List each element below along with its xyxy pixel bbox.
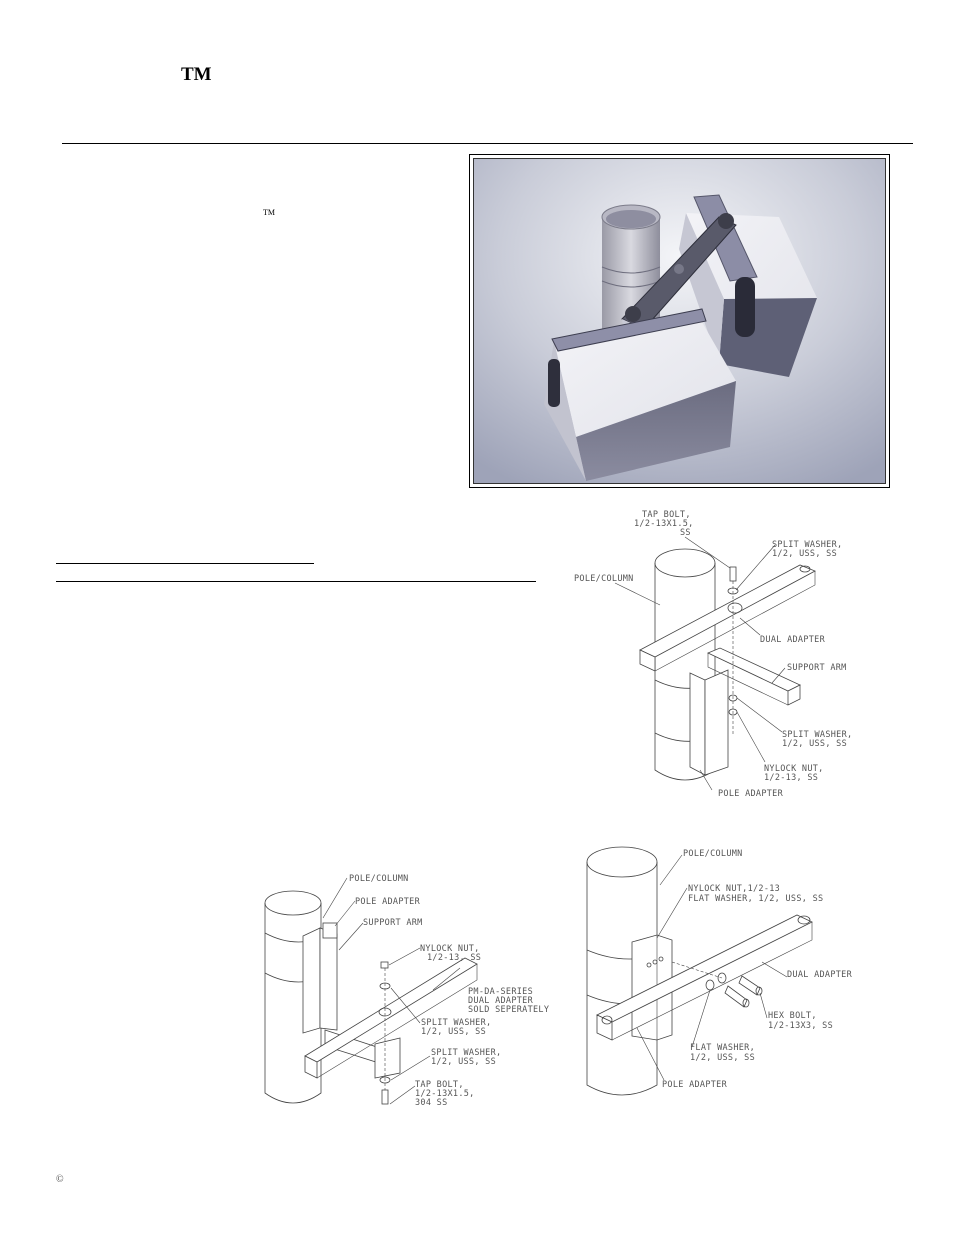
label-support-arm: SUPPORT ARM [363,918,423,928]
header-divider [62,143,913,144]
label-nylock-flat-1: NYLOCK NUT,1/2-13 [688,884,780,894]
label-pole-column: POLE/COLUMN [683,849,743,859]
assembly-drawing-pole-adapter: POLE/COLUMN POLE ADAPTER SUPPORT ARM NYL… [264,874,549,1108]
label-support-arm: SUPPORT ARM [787,663,847,673]
label-dual-adapter-note-1: PM-DA-SERIES [468,987,533,997]
underline-short [56,563,314,564]
label-split-washer-1b: 1/2, USS, SS [421,1027,486,1037]
label-tap-bolt-1: TAP BOLT, [642,510,691,520]
label-tap-bolt-2: 1/2-13X1.5, [415,1089,475,1099]
label-split-washer-bottom-2: 1/2, USS, SS [782,739,847,749]
label-nylock-nut-2: 1/2-13, SS [764,773,818,783]
label-nylock-nut-2: 1/2-13, SS [427,953,481,963]
label-tap-bolt-2: 1/2-13X1.5, [634,519,694,529]
assembly-drawing-support-arm: TAP BOLT, 1/2-13X1.5, SS SPLIT WASHER, 1… [574,510,852,799]
render-illustration [474,159,885,483]
label-tap-bolt-3: 304 SS [415,1098,448,1108]
label-nylock-nut-1: NYLOCK NUT, [764,764,824,774]
label-dual-adapter-note-3: SOLD SEPERATELY [468,1005,549,1015]
label-split-washer-top-2: 1/2, USS, SS [772,549,837,559]
label-nylock-nut-1: NYLOCK NUT, [420,944,480,954]
label-dual-adapter: DUAL ADAPTER [760,635,826,645]
label-dual-adapter-note-2: DUAL ADAPTER [468,996,534,1006]
underline-long [56,581,536,582]
label-dual-adapter: DUAL ADAPTER [787,970,853,980]
assembly-drawing-dual-adapter: POLE/COLUMN NYLOCK NUT,1/2-13 FLAT WASHE… [586,846,853,1096]
label-pole-adapter: POLE ADAPTER [662,1080,728,1090]
body-trademark: TM [263,208,275,217]
label-tap-bolt-3: SS [680,528,691,538]
label-pole-adapter: POLE ADAPTER [718,789,784,799]
label-split-washer-top-1: SPLIT WASHER, [772,540,842,550]
label-split-washer-1a: SPLIT WASHER, [421,1018,491,1028]
label-split-washer-2b: 1/2, USS, SS [431,1057,496,1067]
label-pole-adapter: POLE ADAPTER [355,897,421,907]
label-pole-column: POLE/COLUMN [574,574,634,584]
label-hex-bolt-1: HEX BOLT, [768,1011,817,1021]
title-trademark: TM [181,64,212,85]
label-tap-bolt-1: TAP BOLT, [415,1080,464,1090]
label-flat-washer-1: FLAT WASHER, [690,1043,755,1053]
product-render-image [469,154,890,488]
label-split-washer-2a: SPLIT WASHER, [431,1048,501,1058]
label-flat-washer-2: 1/2, USS, SS [690,1053,755,1063]
label-nylock-flat-2: FLAT WASHER, 1/2, USS, SS [688,894,823,904]
copyright-symbol: © [56,1174,64,1185]
label-hex-bolt-2: 1/2-13X3, SS [768,1021,833,1031]
label-pole-column: POLE/COLUMN [349,874,409,884]
label-split-washer-bottom-1: SPLIT WASHER, [782,730,852,740]
